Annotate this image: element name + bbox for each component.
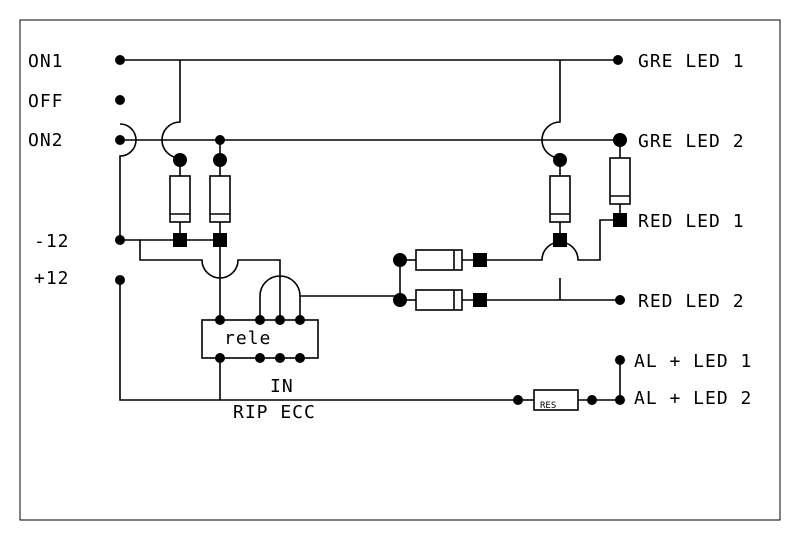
label-on2: ON2	[28, 130, 64, 151]
label-al-led-2: AL + LED 2	[634, 388, 752, 409]
label-rip-ecc: RIP ECC	[233, 402, 316, 423]
wire-relay-hop	[259, 275, 398, 320]
resistor-r1	[169, 160, 191, 240]
resistor-r4	[609, 157, 631, 220]
drawing-border	[19, 19, 781, 521]
junction-red2	[615, 295, 625, 305]
junction-on2	[115, 135, 125, 145]
pads	[173, 213, 627, 307]
wire-diode-top-out	[480, 219, 620, 261]
label-red-led-1: RED LED 1	[638, 211, 745, 232]
label-gre-led-2: GRE LED 2	[638, 131, 745, 152]
pad-d2	[473, 293, 487, 307]
wire-minus12	[120, 239, 281, 320]
junction-minus12	[115, 235, 125, 245]
label-red-led-2: RED LED 2	[638, 291, 745, 312]
junction-fuse-in	[513, 395, 523, 405]
label-res: RES	[540, 401, 556, 411]
labels: ON1 OFF ON2 -12 +12 GRE LED 1 GRE LED 2 …	[28, 51, 752, 423]
junctions	[115, 55, 627, 405]
junction-al2	[615, 395, 625, 405]
pad-r4	[613, 213, 627, 227]
junction-al1	[615, 355, 625, 365]
wire-left-vertical	[119, 123, 137, 240]
relay-pin	[295, 353, 305, 363]
label-gre-led-1: GRE LED 1	[638, 51, 745, 72]
resistor-r3	[549, 160, 571, 240]
junction-gre2	[613, 133, 627, 147]
relay-pin	[255, 353, 265, 363]
label-off: OFF	[28, 91, 64, 112]
relay-pin	[295, 315, 305, 325]
pad-r1	[173, 233, 187, 247]
diode-d2	[415, 289, 480, 311]
relay-component	[201, 319, 319, 359]
pad-r2	[213, 233, 227, 247]
label-plus12: +12	[34, 268, 70, 289]
relay-pin	[275, 315, 285, 325]
junction-r3-top	[553, 153, 567, 167]
junction-r1-top	[173, 153, 187, 167]
junction-fuse-out	[587, 395, 597, 405]
label-in: IN	[270, 376, 294, 397]
junction-diode-top	[393, 253, 407, 267]
junction-off	[115, 95, 125, 105]
junction-plus12	[115, 275, 125, 285]
relay-pin	[275, 353, 285, 363]
junction-gre1	[613, 55, 623, 65]
junction-r2-top	[213, 153, 227, 167]
pad-r3	[553, 233, 567, 247]
pad-d1	[473, 253, 487, 267]
wire-on1-drop-right	[541, 60, 561, 160]
junction-on2-tap	[215, 135, 225, 145]
relay-pin	[255, 315, 265, 325]
relay-pin	[215, 315, 225, 325]
diode-d1	[415, 249, 480, 271]
wire-plus12	[119, 280, 518, 401]
label-minus12: -12	[34, 231, 70, 252]
wire-on1-drop-left	[161, 60, 181, 160]
label-rele: rele	[224, 328, 271, 349]
junction-diode-bot	[393, 293, 407, 307]
junction-on1	[115, 55, 125, 65]
wires	[116, 59, 621, 401]
relay-pin	[215, 353, 225, 363]
resistor-r2	[209, 160, 231, 240]
label-on1: ON1	[28, 51, 64, 72]
label-al-led-1: AL + LED 1	[634, 351, 752, 372]
